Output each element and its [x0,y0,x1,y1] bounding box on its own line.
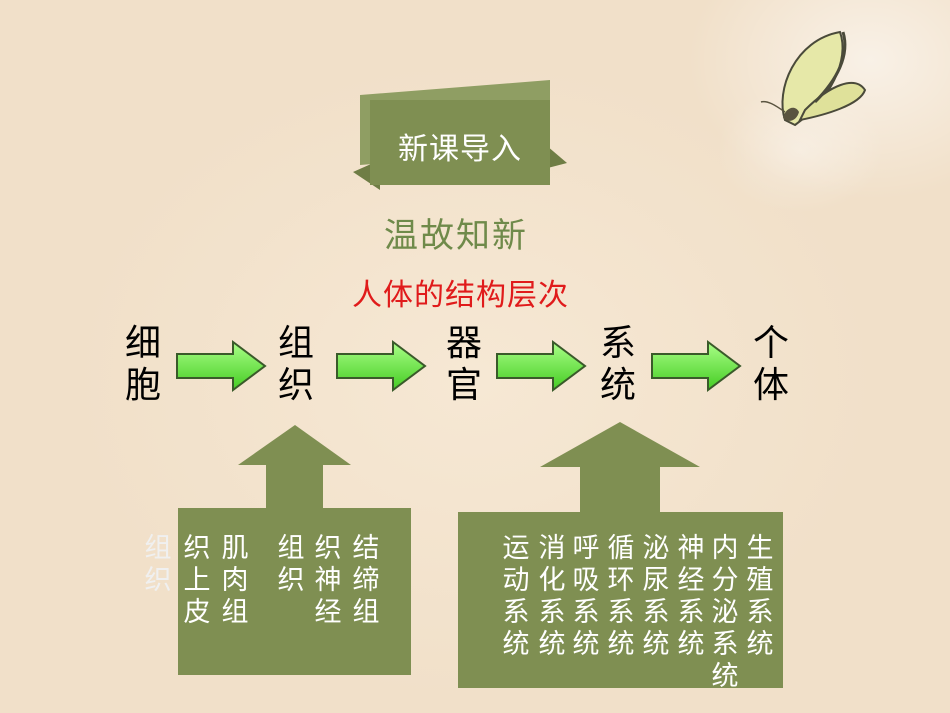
lesson-intro-badge: 新课导入 [398,132,522,167]
system-motor: 运动系统 [502,533,530,660]
system-respiratory: 呼吸系统 [572,533,600,660]
level-cell: 细胞 [124,323,161,406]
right-arrow-icon [176,340,267,392]
tissue-connective: 结缔组 [352,533,380,628]
system-urinary: 泌尿系统 [642,533,670,660]
system-nervous: 神经系统 [677,533,705,660]
tissue-nervous: 织神经 [314,533,342,628]
level-tissue: 组织 [277,323,314,406]
butterfly-icon [760,30,867,127]
tissue-epithelial: 织上皮 [183,533,211,628]
badge-ribbon [353,80,567,190]
tissue-label: 组织 [277,533,305,596]
subtitle: 温故知新 [384,216,528,256]
tissue-muscle: 肌肉组 [221,533,249,628]
levels-title: 人体的结构层次 [352,278,569,313]
level-system: 系统 [599,323,636,406]
level-organ: 器官 [445,323,482,406]
right-arrow-icon [651,340,742,392]
right-arrow-icon [496,340,587,392]
level-individual: 个体 [752,323,789,406]
system-reproductive: 生殖系统 [746,533,774,660]
right-arrow-icon [336,340,427,392]
system-digestive: 消化系统 [538,533,566,660]
tissue-label: 组织 [144,533,172,596]
system-endocrine: 内分泌系统 [711,533,739,692]
tissue-up-arrow [178,425,411,675]
system-circulatory: 循环系统 [607,533,635,660]
system-up-arrow [458,422,783,688]
